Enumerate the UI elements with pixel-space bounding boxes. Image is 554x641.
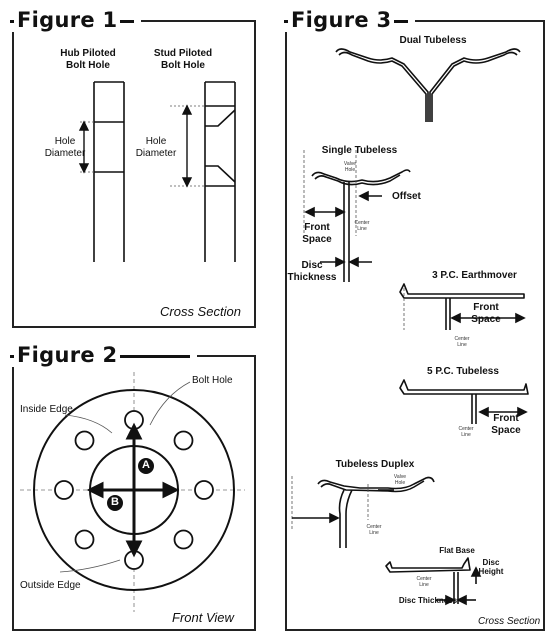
wheel-outer-circle [33, 389, 235, 591]
bolt-hole [173, 430, 194, 451]
dual-tubeless-right-rim [429, 48, 521, 122]
center-line-label-five-pc: Center Line [458, 426, 474, 438]
bolt-hole [74, 430, 95, 451]
hole-diameter-label-stud: Hole Diameter [135, 136, 177, 159]
figure-2-caption: Front View [172, 610, 234, 625]
earthmover-label: 3 P.C. Earthmover [432, 270, 517, 281]
figure-3-caption: Cross Section [478, 616, 541, 627]
figure-3-title: Figure 3 [280, 8, 416, 32]
tubeless-duplex-rim [317, 476, 435, 490]
center-line-label-earthmover: Center Line [454, 336, 470, 348]
valve-hole-label: Valve Hole [343, 161, 357, 173]
hole-diameter-label-hub: Hole Diameter [44, 136, 86, 159]
bolt-hole [54, 480, 74, 500]
bolt-hole [74, 529, 95, 550]
marker-a-label: A [142, 459, 150, 471]
inside-edge-label: Inside Edge [20, 404, 73, 415]
disc-height-label: Disc Height [478, 558, 504, 576]
single-tubeless-label: Single Tubeless [321, 145, 398, 156]
bolt-hole [194, 480, 214, 500]
earthmover-rim [399, 283, 525, 299]
marker-b-label: B [111, 496, 119, 508]
center-line-label-single: Center Line [354, 220, 370, 232]
dual-tubeless-left-rim [335, 48, 429, 122]
center-line-label-flat: Center Line [416, 576, 432, 588]
figure-2-title: Figure 2 [6, 343, 198, 367]
offset-label: Offset [392, 191, 421, 202]
tubeless-duplex-label: Tubeless Duplex [335, 459, 415, 470]
marker-b-badge [107, 495, 123, 511]
disc-thickness-label: Disc Thickness [287, 260, 337, 283]
dual-tubeless-label: Dual Tubeless [399, 35, 467, 46]
figure-1-title: Figure 1 [6, 8, 142, 32]
flat-base-label: Flat Base [439, 546, 475, 555]
disc-thickness-flat-label: Disc Thickness [398, 596, 458, 605]
stud-piloted-label: Stud Piloted Bolt Hole [153, 48, 213, 71]
front-space-label-five-pc: Front Space [491, 413, 521, 436]
bolt-hole-label: Bolt Hole [192, 375, 233, 386]
front-space-label-single: Front Space [302, 222, 332, 245]
bolt-hole [173, 529, 194, 550]
center-line-label-duplex: Center Line [366, 524, 382, 536]
front-space-label-earthmover: Front Space [471, 302, 501, 325]
hub-piloted-label: Hub Piloted Bolt Hole [60, 48, 116, 71]
valve-hole-label-duplex: Valve Hole [393, 474, 407, 486]
duplex-disc-left [338, 489, 345, 548]
figure-1-caption: Cross Section [160, 304, 241, 319]
single-tubeless-rim [311, 169, 411, 183]
marker-a-badge [138, 458, 154, 474]
five-pc-tubeless-label: 5 P.C. Tubeless [427, 366, 499, 377]
flat-base-rim [385, 557, 471, 573]
five-pc-rim [399, 379, 529, 395]
outside-edge-label: Outside Edge [20, 580, 81, 591]
